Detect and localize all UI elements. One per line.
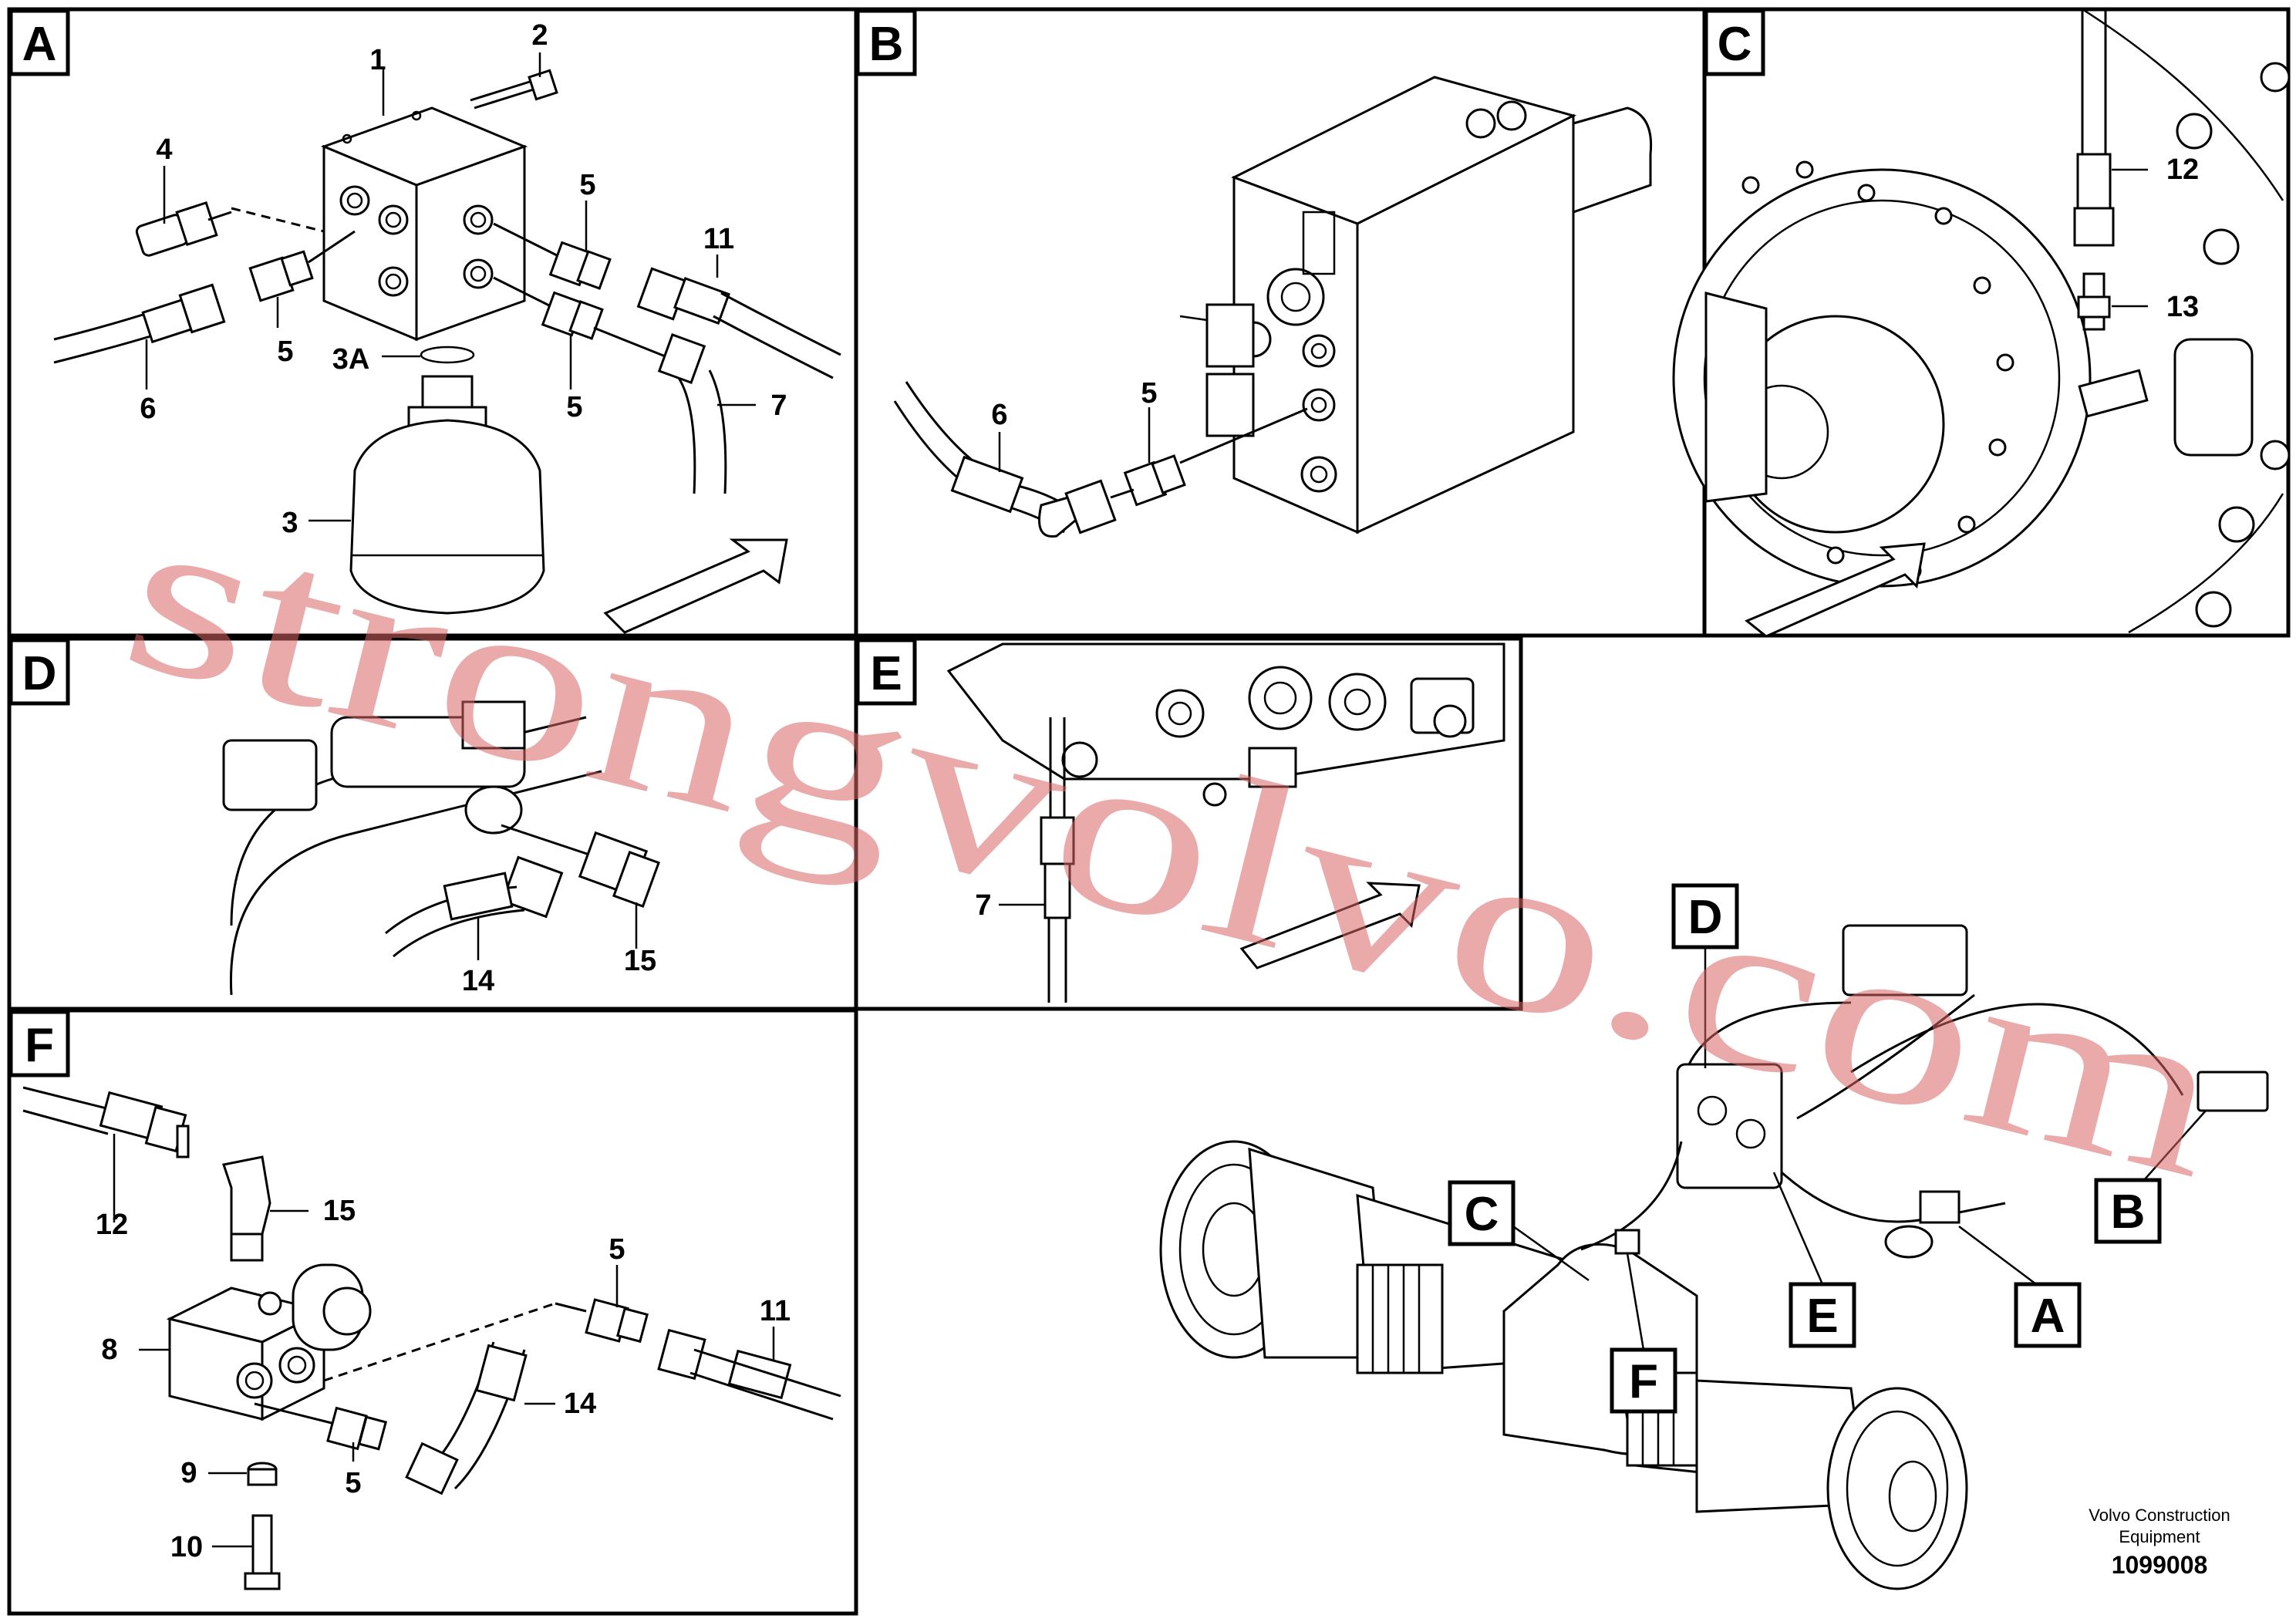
panel-letter-d: D — [8, 638, 70, 706]
panel-b-drawing — [893, 76, 1653, 538]
panel-a-drawing — [53, 69, 841, 634]
panel-letter-e: E — [855, 638, 917, 706]
callout-11: 11 — [760, 1295, 791, 1327]
panel-letter-c: C — [1704, 8, 1765, 76]
svg-text:C: C — [1465, 1188, 1499, 1241]
callout-14: 14 — [564, 1388, 596, 1420]
panel-f-leaders — [113, 1134, 775, 1548]
callout-6: 6 — [140, 393, 156, 425]
svg-text:B: B — [2111, 1185, 2146, 1239]
panel-d-leaders — [477, 902, 638, 960]
callout-13: 13 — [2166, 291, 2199, 323]
svg-text:1099008: 1099008 — [2112, 1551, 2208, 1579]
svg-text:D: D — [1688, 891, 1723, 944]
panel-letter-f: F — [8, 1010, 70, 1077]
overview-label-e: E — [1772, 1172, 1856, 1348]
callout-4: 4 — [156, 133, 172, 166]
overview-label-f: F — [1610, 1253, 1677, 1414]
callout-3: 3 — [282, 507, 298, 539]
callout-5: 5 — [566, 391, 582, 423]
panel-a-callouts: 1 2 4 5 5 5 11 6 3A 7 3 — [140, 19, 787, 539]
svg-text:D: D — [22, 647, 57, 700]
callout-5: 5 — [277, 336, 293, 368]
panel-letter-b: B — [855, 8, 917, 76]
overview-label-c: C — [1448, 1180, 1590, 1282]
svg-text:Volvo Construction: Volvo Construction — [2089, 1506, 2230, 1525]
callout-5: 5 — [345, 1467, 361, 1499]
panel-e-callouts: 7 — [975, 889, 991, 922]
publisher-credit: Volvo Construction Equipment 1099008 — [2089, 1506, 2230, 1579]
callout-10: 10 — [170, 1531, 203, 1563]
svg-text:A: A — [2031, 1290, 2065, 1343]
panel-b-leaders — [998, 407, 1151, 472]
panel-d-drawing — [222, 700, 660, 996]
panel-f-callouts: 12 15 5 11 8 14 9 5 10 — [96, 1195, 791, 1563]
callout-3a: 3A — [332, 343, 370, 376]
panel-c-callouts: 12 13 — [2166, 153, 2199, 323]
svg-text:C: C — [1718, 18, 1752, 71]
callout-5: 5 — [579, 169, 595, 201]
callout-15: 15 — [624, 945, 656, 977]
callout-5: 5 — [609, 1233, 625, 1266]
callout-15: 15 — [323, 1195, 356, 1227]
svg-text:Equipment: Equipment — [2119, 1527, 2200, 1546]
panel-a-leaders — [145, 52, 756, 522]
callout-1: 1 — [369, 44, 386, 76]
callout-6: 6 — [991, 399, 1007, 431]
svg-text:E: E — [870, 647, 902, 700]
panel-letter-a: A — [8, 8, 70, 76]
svg-text:B: B — [869, 18, 904, 71]
panel-c-leaders — [2112, 168, 2148, 308]
callout-9: 9 — [180, 1457, 197, 1489]
panel-c-drawing — [1672, 8, 2291, 638]
callout-12: 12 — [2166, 153, 2199, 186]
svg-text:A: A — [22, 18, 57, 71]
panel-d-callouts: 14 15 — [462, 945, 656, 997]
overview-label-d: D — [1671, 883, 1739, 1068]
callout-8: 8 — [101, 1334, 117, 1366]
panel-frames — [7, 7, 2291, 1616]
callout-7: 7 — [770, 389, 787, 422]
callout-7: 7 — [975, 889, 991, 922]
panel-b-callouts: 6 5 — [991, 377, 1157, 431]
svg-text:F: F — [1629, 1355, 1658, 1408]
overview-label-b: B — [2094, 1110, 2207, 1244]
panel-e-drawing — [946, 642, 1505, 1003]
callout-2: 2 — [531, 19, 548, 52]
callout-11: 11 — [703, 223, 734, 255]
svg-text:F: F — [25, 1019, 54, 1072]
overview-label-a: A — [1958, 1226, 2082, 1348]
callout-5: 5 — [1141, 377, 1157, 410]
callout-14: 14 — [462, 965, 494, 997]
panel-f-drawing — [22, 1086, 841, 1590]
callout-12: 12 — [96, 1209, 128, 1241]
svg-text:E: E — [1806, 1290, 1838, 1343]
